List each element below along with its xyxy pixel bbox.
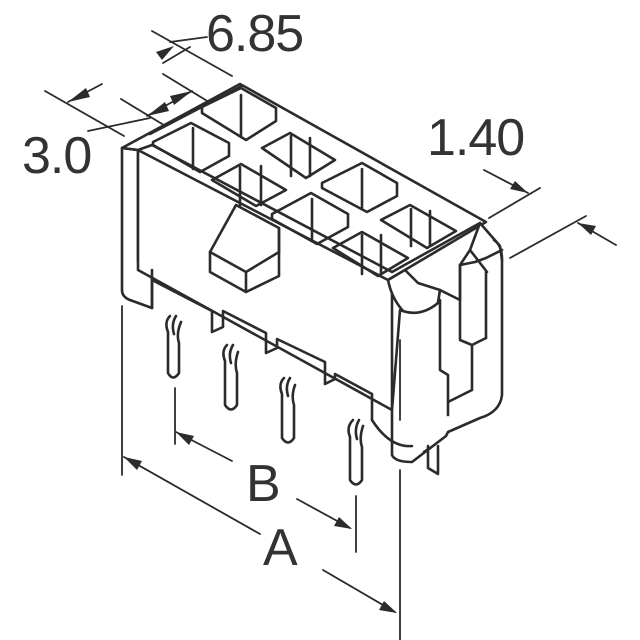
dimension-arrow-icon [379,601,397,613]
housing-right-side [386,221,504,464]
latch-ramp [208,203,281,294]
dimension-a-lines [121,305,401,640]
right-side-pin [422,444,440,476]
dimension-arrow-icon [156,46,174,60]
dimension-label-b: B [246,455,281,513]
connector-pins [165,314,365,486]
dimension-arrow-icon [68,88,90,102]
dimension-arrow-icon [147,102,169,116]
dimension-label-6-85: 6.85 [206,5,304,63]
dimension-1-40-lines [483,169,617,259]
connector-housing [120,82,504,476]
dimension-arrow-icon [170,91,192,105]
pin-2 [222,343,240,411]
dimension-label-1-40: 1.40 [427,109,525,167]
pin-1 [165,314,183,379]
dimension-arrow-icon [334,517,352,529]
pin-3 [279,376,297,444]
dimension-arrow-icon [176,432,194,445]
cavity-row-front [151,121,410,278]
dimension-label-a: A [263,519,298,577]
pin-4 [347,418,365,486]
dimension-b-lines [174,387,357,553]
dimension-arrow-icon [510,181,528,193]
cavity-row-back [200,86,458,250]
dimension-arrow-icon [578,223,596,235]
dimension-arrow-icon [124,457,142,470]
dimension-label-3-0: 3.0 [22,127,92,185]
front-standoffs [150,268,414,448]
